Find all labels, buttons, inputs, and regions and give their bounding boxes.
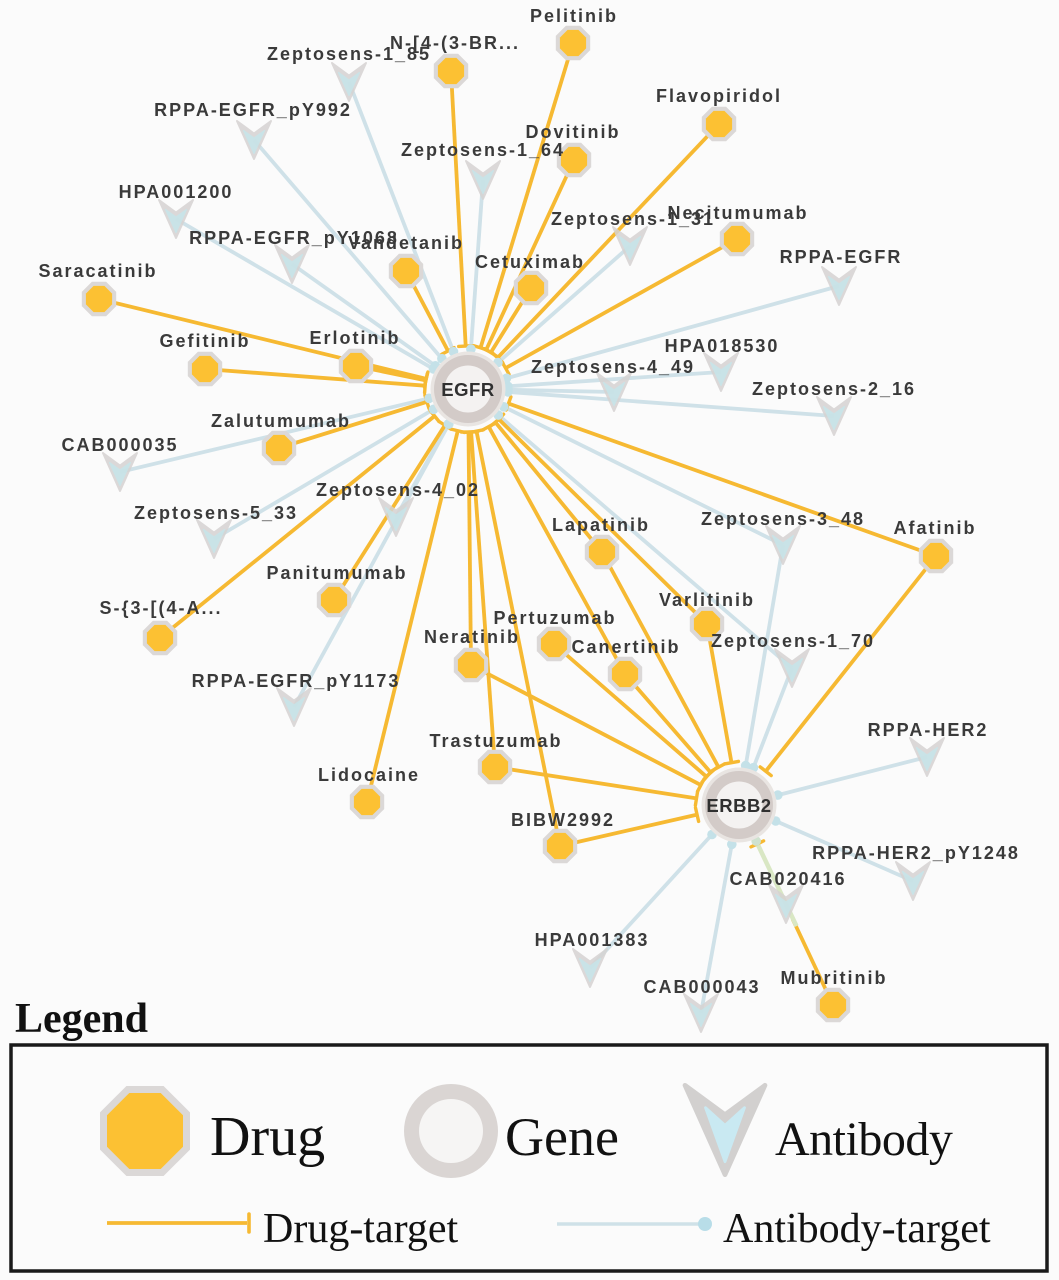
- svg-text:Zeptosens-4_49: Zeptosens-4_49: [531, 357, 695, 377]
- svg-text:RPPA-HER2: RPPA-HER2: [868, 720, 989, 740]
- svg-text:RPPA-EGFR_pY1173: RPPA-EGFR_pY1173: [192, 671, 401, 691]
- svg-text:Gefitinib: Gefitinib: [160, 331, 251, 351]
- svg-text:HPA001200: HPA001200: [119, 182, 234, 202]
- svg-text:Antibody-target: Antibody-target: [723, 1206, 991, 1252]
- svg-text:Zeptosens-1_70: Zeptosens-1_70: [711, 631, 875, 651]
- svg-text:Dovitinib: Dovitinib: [526, 122, 621, 142]
- svg-text:Erlotinib: Erlotinib: [310, 328, 401, 348]
- svg-text:EGFR: EGFR: [441, 379, 494, 400]
- svg-text:Zeptosens-2_16: Zeptosens-2_16: [752, 379, 916, 399]
- svg-text:Antibody: Antibody: [775, 1113, 953, 1166]
- svg-text:Drug-target: Drug-target: [263, 1206, 458, 1252]
- svg-text:Flavopiridol: Flavopiridol: [656, 86, 782, 106]
- svg-text:Legend: Legend: [15, 996, 148, 1042]
- svg-text:Zeptosens-4_02: Zeptosens-4_02: [316, 480, 480, 500]
- svg-text:Zeptosens-5_33: Zeptosens-5_33: [134, 503, 298, 523]
- svg-text:Zeptosens-1_64: Zeptosens-1_64: [401, 140, 565, 160]
- svg-text:Saracatinib: Saracatinib: [38, 261, 157, 281]
- svg-text:RPPA-HER2_pY1248: RPPA-HER2_pY1248: [812, 843, 1020, 863]
- svg-text:Lidocaine: Lidocaine: [318, 765, 420, 785]
- svg-text:RPPA-EGFR_pY992: RPPA-EGFR_pY992: [154, 100, 352, 120]
- svg-text:Cetuximab: Cetuximab: [475, 252, 585, 272]
- svg-text:RPPA-EGFR_pY1068: RPPA-EGFR_pY1068: [189, 228, 399, 248]
- svg-text:HPA018530: HPA018530: [665, 336, 780, 356]
- svg-text:Necitumumab: Necitumumab: [667, 203, 808, 223]
- svg-text:RPPA-EGFR: RPPA-EGFR: [780, 247, 903, 267]
- svg-text:Varlitinib: Varlitinib: [659, 590, 755, 610]
- svg-text:Pertuzumab: Pertuzumab: [493, 608, 616, 628]
- svg-text:Trastuzumab: Trastuzumab: [429, 731, 562, 751]
- svg-text:Drug: Drug: [210, 1106, 325, 1168]
- svg-text:Pelitinib: Pelitinib: [530, 6, 618, 26]
- svg-text:ERBB2: ERBB2: [706, 795, 771, 816]
- svg-text:Neratinib: Neratinib: [424, 627, 520, 647]
- svg-text:CAB000035: CAB000035: [61, 435, 178, 455]
- svg-text:N-[4-(3-BR...: N-[4-(3-BR...: [390, 33, 520, 53]
- svg-text:Panitumumab: Panitumumab: [266, 563, 407, 583]
- svg-text:Zalutumumab: Zalutumumab: [211, 411, 351, 431]
- svg-text:Vandetanib: Vandetanib: [348, 233, 464, 253]
- svg-text:CAB000043: CAB000043: [643, 977, 760, 997]
- svg-text:Gene: Gene: [505, 1107, 619, 1167]
- svg-text:Lapatinib: Lapatinib: [552, 515, 650, 535]
- svg-text:Zeptosens-1_31: Zeptosens-1_31: [551, 209, 715, 229]
- svg-text:CAB020416: CAB020416: [729, 869, 846, 889]
- svg-text:S-{3-[(4-A...: S-{3-[(4-A...: [99, 598, 222, 618]
- svg-text:Zeptosens-3_48: Zeptosens-3_48: [701, 509, 865, 529]
- svg-text:Mubritinib: Mubritinib: [781, 968, 888, 988]
- svg-text:HPA001383: HPA001383: [535, 930, 650, 950]
- svg-text:Afatinib: Afatinib: [894, 518, 977, 538]
- svg-text:Zeptosens-1_85: Zeptosens-1_85: [267, 44, 431, 64]
- svg-text:BIBW2992: BIBW2992: [511, 810, 615, 830]
- svg-text:Canertinib: Canertinib: [571, 637, 680, 657]
